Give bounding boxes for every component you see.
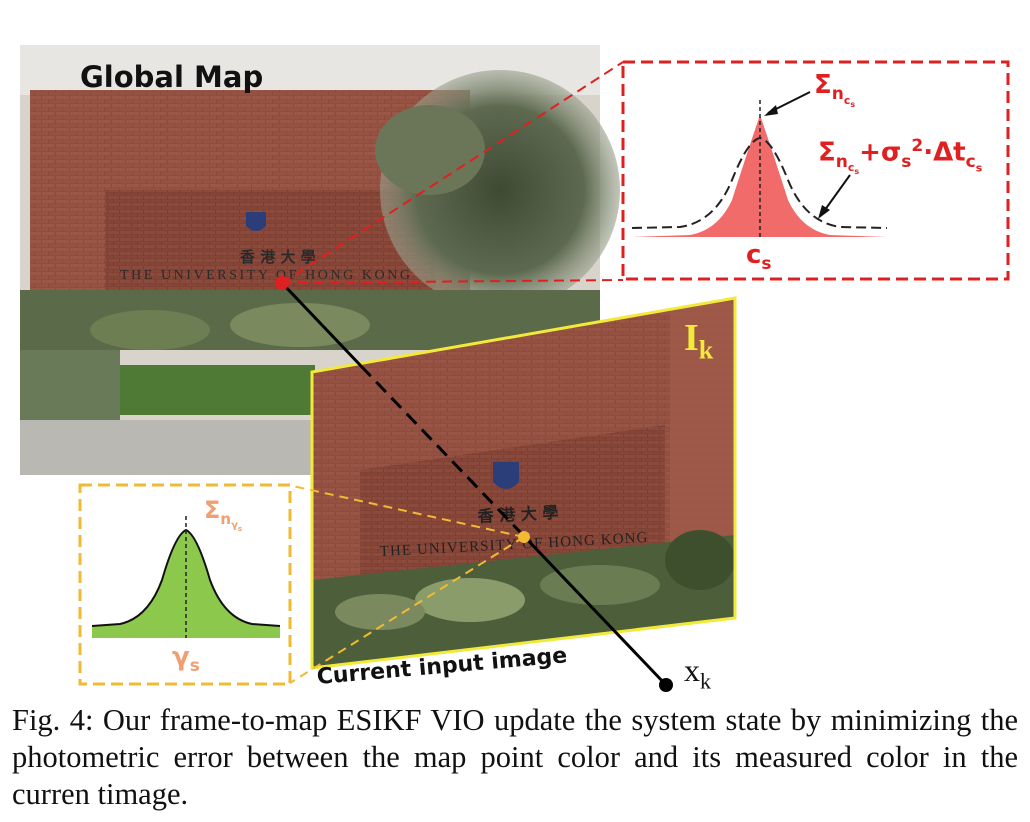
measured-axis-label: γs — [172, 642, 200, 676]
map-narrow-gaussian — [632, 115, 887, 237]
global-map-sign-text: THE UNIVERSITY OF HONG KONG — [120, 268, 410, 283]
caption-text: Our frame-to-map ESIKF VIO update the sy… — [12, 703, 1019, 811]
map-sigma-top-subsub: c — [843, 93, 851, 107]
map-sigma-bottom-base: Σ — [818, 137, 836, 168]
measured-inset — [78, 483, 292, 686]
current-input-image — [310, 296, 737, 670]
measured-axis-label-base: γ — [172, 642, 190, 672]
image-sign-cn: 香 港 大 學 — [476, 503, 559, 526]
caption-prefix: Fig. 4: — [12, 703, 94, 737]
global-map-image — [20, 45, 620, 475]
measured-sigma-sub: n — [220, 509, 232, 528]
measured-connector-top — [287, 484, 525, 538]
measured-point-marker — [518, 531, 530, 543]
image-frame-label: Ik — [684, 316, 713, 366]
map-sigma-bottom-t-subsub: s — [975, 161, 983, 175]
map-sigma-bottom-subsubsub: s — [854, 167, 860, 177]
map-connector-bottom — [281, 279, 624, 284]
map-sigma-bottom-subsub: c — [847, 161, 855, 175]
map-point-marker — [275, 276, 289, 290]
measured-sigma-base: Σ — [204, 496, 221, 524]
map-sigma-bottom-sup: 2 — [911, 136, 924, 156]
measured-sigma-subsubsub: s — [237, 524, 243, 533]
measured-gaussian — [92, 530, 280, 638]
state-label-sub: k — [700, 668, 711, 694]
map-sigma-top-subsubsub: s — [850, 99, 856, 109]
map-axis-label-sub: s — [761, 254, 772, 275]
map-sigma-bottom-sigma-sub: s — [901, 151, 912, 172]
map-axis-label: cs — [746, 240, 772, 274]
image-frame-label-sub: k — [698, 335, 714, 365]
measured-sigma-subsub: γ — [231, 519, 238, 531]
map-sigma-bottom-dt: ·Δt — [923, 137, 966, 168]
figure: 香 港 大 學 THE UNIVERSITY OF HONG KONG 香 港 … — [20, 45, 1010, 694]
map-connector-top — [281, 61, 624, 284]
measured-connector-bottom — [289, 536, 525, 684]
map-arrow-bottom-head — [818, 205, 830, 219]
state-label: xk — [684, 652, 711, 694]
map-sigma-bottom-label: Σncs+σs2·Δtcs — [818, 136, 982, 176]
map-sigma-bottom-plus: +σ — [859, 137, 902, 168]
ray-solid-bottom — [518, 530, 668, 687]
image-crest-icon — [493, 462, 519, 489]
image-frame-label-base: I — [684, 317, 699, 359]
map-sigma-top-base: Σ — [814, 70, 832, 100]
figure-canvas: 香 港 大 學 THE UNIVERSITY OF HONG KONG 香 港 … — [20, 45, 1010, 692]
ray-solid-top — [280, 281, 363, 368]
crest-icon — [246, 212, 266, 231]
global-map-sign-cn: 香 港 大 學 — [240, 248, 316, 266]
map-point-inset — [621, 60, 1010, 281]
figure-caption: Fig. 4: Our frame-to-map ESIKF VIO updat… — [12, 702, 1018, 813]
map-sigma-top-label: Σncs — [814, 70, 855, 109]
map-arrow-bottom — [821, 174, 851, 215]
state-point-marker — [659, 678, 673, 692]
map-sigma-bottom-sub: n — [835, 151, 848, 172]
global-map-label: Global Map — [80, 60, 264, 94]
map-sigma-top-sub: n — [831, 84, 844, 105]
map-axis-label-base: c — [746, 240, 762, 270]
map-sigma-bottom-t-sub: c — [965, 151, 976, 172]
measured-axis-label-sub: s — [189, 656, 200, 677]
map-arrow-top-head — [764, 105, 778, 116]
state-label-base: x — [684, 652, 700, 688]
measured-sigma-label: Σnγs — [204, 496, 242, 533]
ray-dashed — [359, 364, 522, 534]
